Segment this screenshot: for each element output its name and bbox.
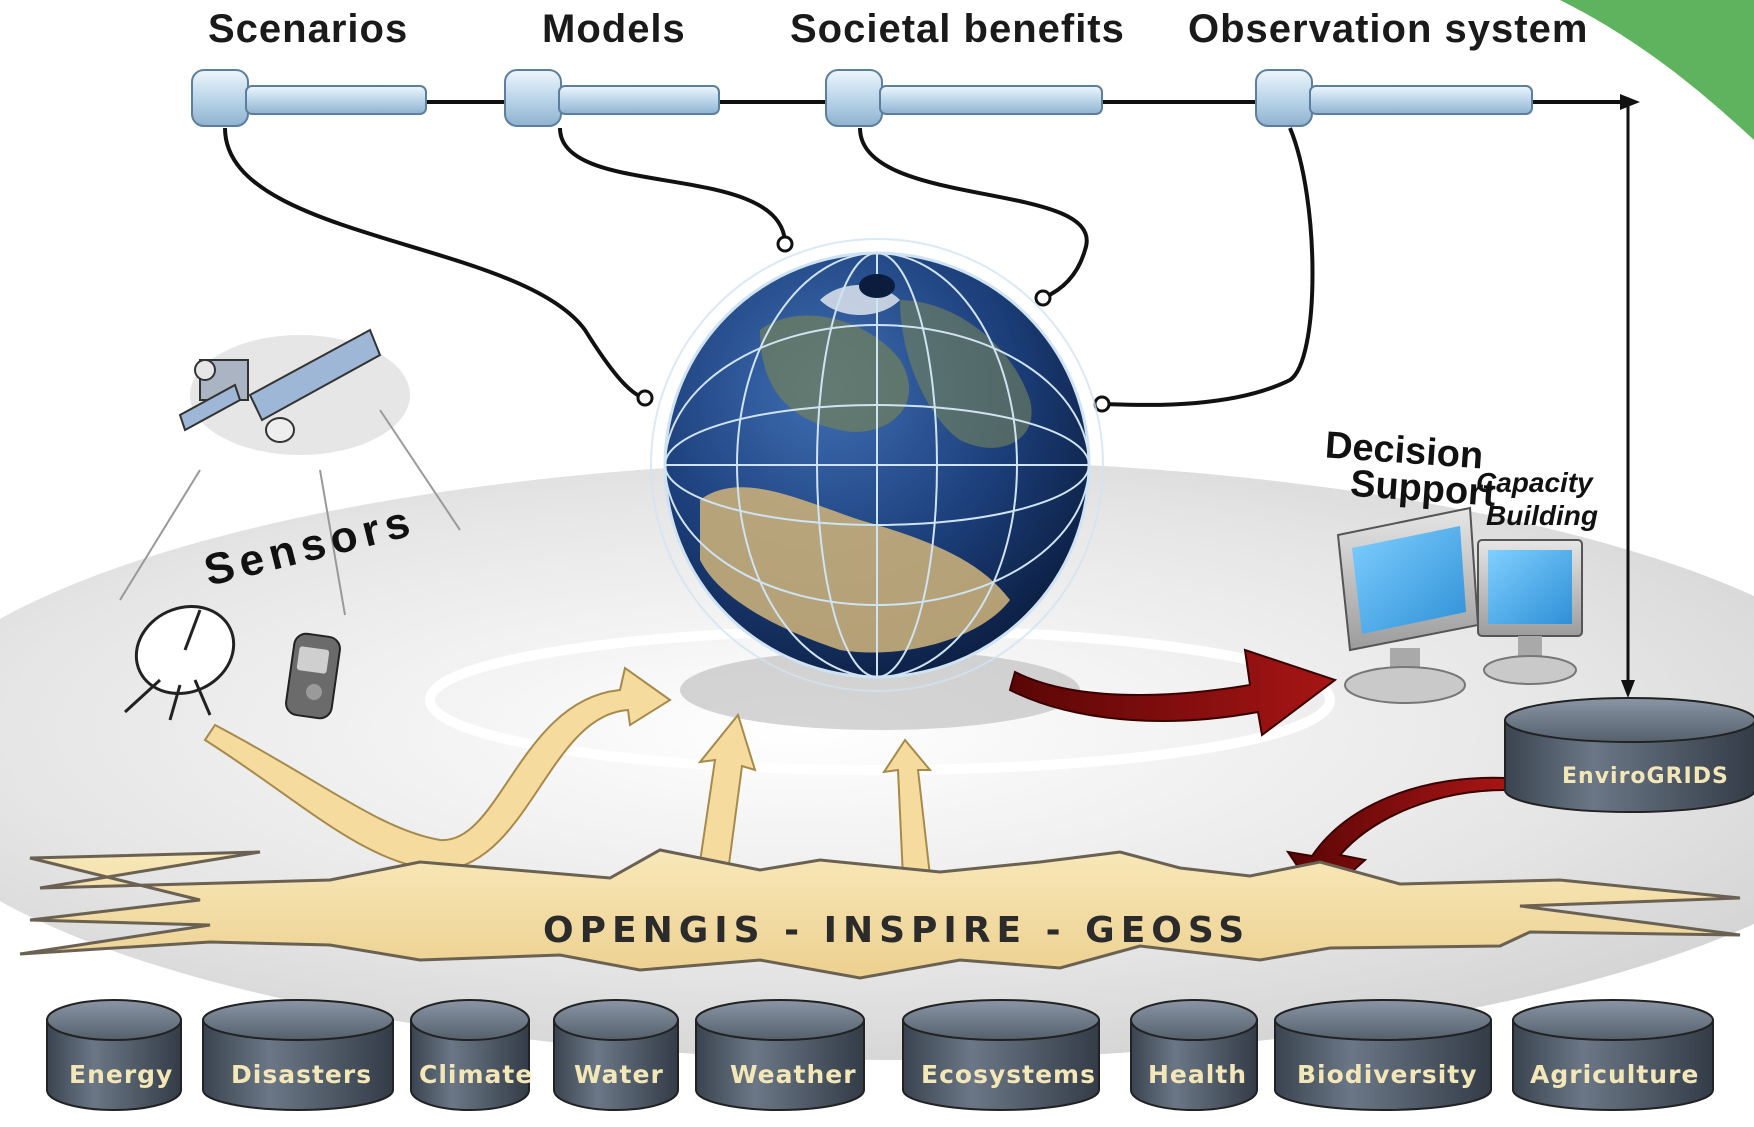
decision-support-line2: Support	[1349, 463, 1498, 515]
capacity-building-line2: Building	[1486, 500, 1598, 531]
database-label: Health	[1148, 1060, 1247, 1089]
database-water: Water	[553, 999, 679, 1111]
database-agriculture: Agriculture	[1512, 999, 1714, 1111]
stage-label-observation-system: Observation system	[1188, 7, 1588, 51]
cable-node-scenarios	[636, 389, 654, 407]
database-label: Energy	[69, 1060, 173, 1089]
database-label: Biodiversity	[1297, 1060, 1478, 1089]
satellite-dish-icon	[123, 604, 236, 721]
pipeline-down-arrowhead	[1621, 680, 1635, 698]
database-label: Disasters	[231, 1060, 372, 1089]
satellite-icon	[178, 328, 410, 455]
pipe-observation-system	[1255, 69, 1533, 127]
cable-node-societal-benefits	[1034, 289, 1052, 307]
banner-starburst	[19, 848, 1741, 980]
database-ecosystems: Ecosystems	[902, 999, 1100, 1111]
pipeline-down-line	[1625, 100, 1630, 686]
sensor-beam-1	[119, 469, 201, 601]
pipe-models	[504, 69, 720, 127]
red-arrow-to-decision	[1008, 648, 1338, 737]
database-label: Weather	[730, 1060, 857, 1089]
stage-label-scenarios: Scenarios	[208, 7, 408, 51]
cable-observation-system	[1101, 127, 1315, 407]
database-biodiversity: Biodiversity	[1274, 999, 1492, 1111]
cable-scenarios	[223, 127, 646, 400]
pipe-societal-benefits	[825, 69, 1103, 127]
corner-accent	[1560, 0, 1754, 140]
database-label: Agriculture	[1530, 1060, 1699, 1089]
handheld-gps-icon	[285, 632, 341, 720]
earth-globe	[650, 238, 1104, 692]
database-energy: Energy	[46, 999, 182, 1111]
database-label: Water	[574, 1060, 664, 1089]
cable-node-observation-system	[1093, 395, 1111, 413]
sensor-beam-2	[319, 469, 346, 616]
yellow-arrow-sensors	[203, 666, 672, 872]
envirogrids-database-icon	[1504, 697, 1754, 813]
database-label: Ecosystems	[921, 1060, 1096, 1089]
database-disasters: Disasters	[202, 999, 394, 1111]
sensor-beam-3	[379, 409, 461, 531]
database-label: Climate	[419, 1060, 533, 1089]
database-weather: Weather	[695, 999, 865, 1111]
cable-node-models	[776, 235, 794, 253]
pipeline-arrowhead	[1620, 94, 1640, 110]
envirogrids-label: EnviroGRIDS	[1562, 764, 1729, 789]
pipe-scenarios	[191, 69, 427, 127]
banner-text: OPENGIS - INSPIRE - GEOSS	[543, 910, 1250, 951]
cable-models	[558, 127, 787, 243]
capacity-building-line1: Capacity	[1476, 467, 1594, 498]
stage-label-societal-benefits: Societal benefits	[790, 7, 1125, 51]
database-climate: Climate	[410, 999, 533, 1111]
stage-label-models: Models	[542, 7, 686, 51]
capacity-building-computer-icon	[1477, 539, 1583, 685]
database-health: Health	[1130, 999, 1258, 1111]
cable-societal-benefits	[858, 127, 1089, 300]
